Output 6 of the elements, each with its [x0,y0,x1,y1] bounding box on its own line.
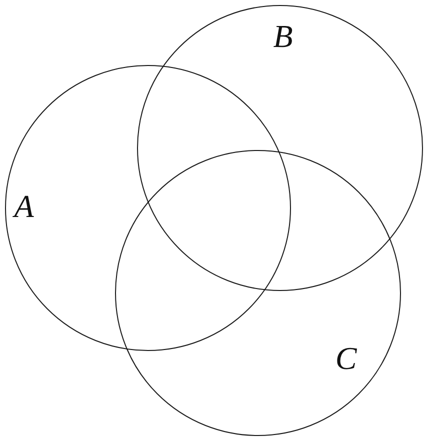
set-label: B [273,20,293,52]
venn-circle [137,5,423,291]
venn-circle [115,150,401,436]
venn-circle [5,65,291,351]
set-label: C [335,342,357,374]
set-label: A [14,190,34,222]
